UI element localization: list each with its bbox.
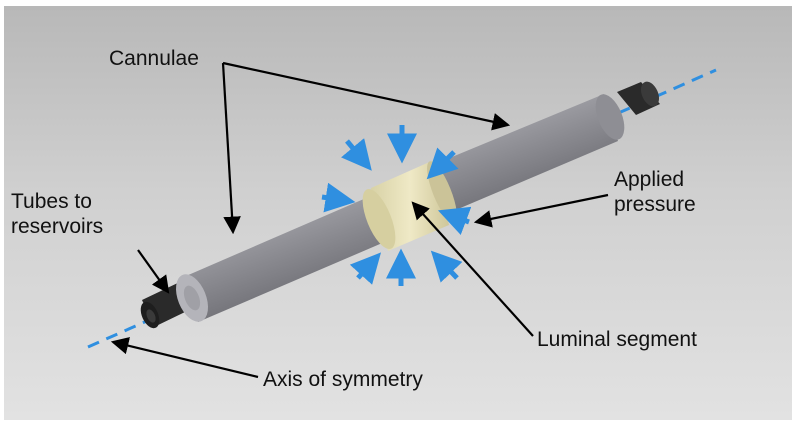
cannulae-label: Cannulae <box>109 47 199 70</box>
tubes-label-line2: reservoirs <box>11 215 104 238</box>
pressure-arrows <box>321 125 472 286</box>
axis-of-symmetry-label: Axis of symmetry <box>263 368 423 391</box>
right-cannula <box>406 94 625 226</box>
left-cannula <box>175 185 408 322</box>
luminal-segment-leader <box>411 201 534 337</box>
leader-lines <box>110 61 609 379</box>
applied-pressure-label: Applied pressure <box>614 167 696 217</box>
axis-leader <box>110 337 259 379</box>
pressure-arrow <box>426 147 459 180</box>
pressure-arrow <box>349 252 382 285</box>
tubes-to-reservoirs-label: Tubes to reservoirs <box>11 189 103 239</box>
pressure-arrow <box>430 250 463 283</box>
applied-label-line2: pressure <box>614 193 696 216</box>
tubes-label-line1: Tubes to <box>11 190 92 213</box>
tubes-leader <box>137 249 170 294</box>
right-tube <box>617 81 660 115</box>
cannulae-leader-left <box>221 62 241 235</box>
pressure-arrow <box>341 138 372 171</box>
applied-label-line1: Applied <box>614 168 685 191</box>
cannulae-leader-right <box>222 61 511 131</box>
pressure-arrow <box>321 182 356 213</box>
pressure-arrow <box>437 206 472 235</box>
luminal-segment-label: Luminal segment <box>537 328 697 351</box>
applied-pressure-leader <box>473 193 609 228</box>
